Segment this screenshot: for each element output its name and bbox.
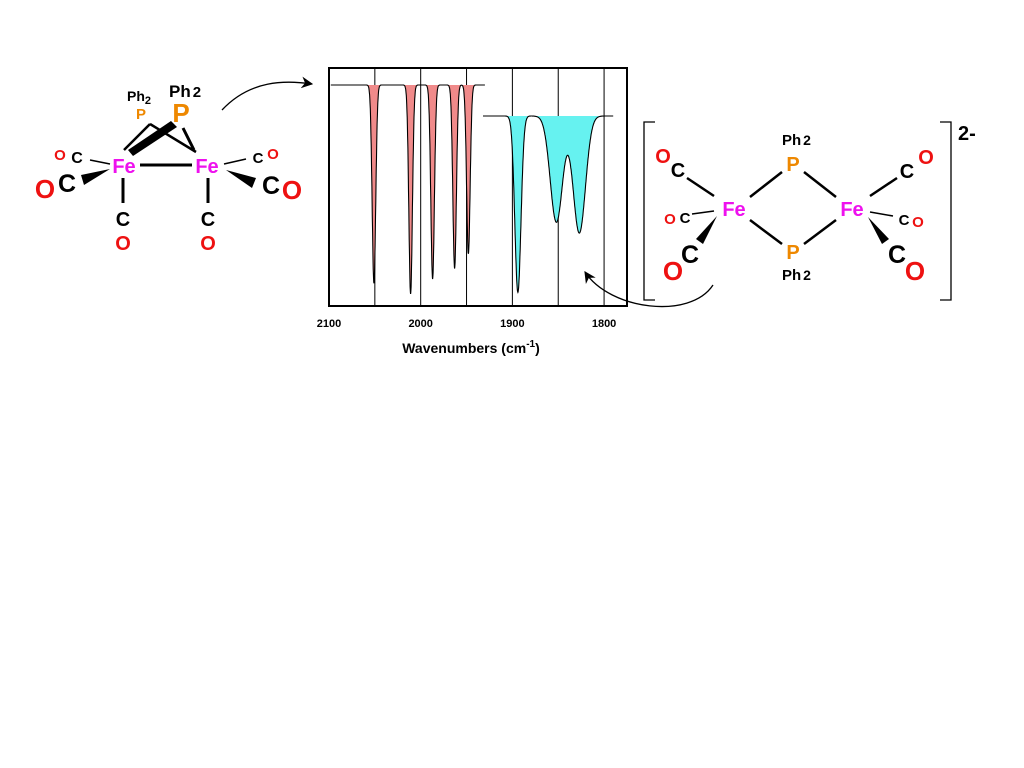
band-fill-area (330, 85, 485, 294)
curved-arrow-to-spectrum (221, 76, 314, 111)
x-axis-label: Wavenumbers (cm-1) (402, 339, 540, 356)
fe-p-bond (149, 122, 197, 154)
tick-label: 1800 (592, 318, 616, 330)
fe-p-bond (803, 219, 837, 245)
oxygen-atom: O (54, 147, 66, 164)
fe-co-wedge-bond (696, 216, 717, 244)
iron-atom-left: Fe (722, 199, 745, 221)
carbon-atom: C (900, 161, 914, 183)
fe-p-bond (749, 219, 783, 245)
oxygen-atom: O (267, 146, 279, 163)
iron-atom-right: Fe (840, 199, 863, 221)
left-bracket (643, 121, 655, 301)
fe-co-hash-bond (223, 158, 247, 165)
phosphorus-atom-top: P (786, 154, 799, 176)
iron-atom-left: Fe (112, 156, 135, 178)
phosphorus-atom-bottom: P (786, 242, 799, 264)
spectrum-trace (483, 115, 614, 294)
oxygen-atom: O (35, 174, 55, 204)
curved-arrow-to-spectrum (584, 271, 714, 308)
fe-co-hash-bond (691, 210, 715, 215)
tick-label: 2100 (317, 318, 341, 330)
oxygen-atom: O (200, 233, 216, 255)
charge-label: 2- (958, 123, 976, 145)
oxygen-atom: O (918, 147, 934, 169)
fe-co-bond (869, 176, 898, 198)
oxygen-atom: O (664, 211, 676, 228)
carbon-atom: C (116, 209, 130, 231)
carbon-atom: C (262, 172, 280, 200)
right-bracket (940, 121, 952, 301)
phosphorus-atom-front: P (172, 98, 189, 128)
carbon-atom: C (671, 160, 685, 182)
spectrum-trace (330, 84, 485, 294)
fe-p-bond (749, 171, 783, 198)
carbon-atom: C (680, 210, 691, 227)
phosphorus-atom-back: P (136, 106, 146, 123)
phenyl-label: Ph2 (127, 88, 151, 107)
carbon-atom: C (253, 150, 264, 167)
fe-co-wedge-bond (81, 169, 110, 185)
oxygen-atom: O (663, 256, 683, 286)
carbon-atom: C (681, 241, 699, 269)
tick-labels: 2100 2000 1900 1800 (317, 318, 617, 330)
spectrum-bands (330, 84, 614, 294)
fe-p-bond (803, 171, 837, 198)
ir-spectrum-chart: 2100 2000 1900 1800 Wavenumbers (cm-1) (317, 67, 628, 356)
fe-p-wedge-bond (128, 121, 177, 156)
fe-p-bond (181, 127, 196, 151)
carbon-atom: C (71, 150, 83, 167)
carbon-atom: C (888, 241, 906, 269)
carbon-atom: C (58, 170, 76, 198)
plot-frame (328, 67, 628, 307)
fe-co-bond (686, 176, 715, 198)
band-fill-area (483, 116, 614, 293)
tick-label: 2000 (408, 318, 432, 330)
carbon-atom: C (201, 209, 215, 231)
fe-co-hash-bond (89, 159, 111, 165)
iron-atom-right: Fe (195, 156, 218, 178)
fe-co-wedge-bond (868, 217, 889, 244)
oxygen-atom: O (905, 256, 925, 286)
oxygen-atom: O (282, 175, 302, 205)
carbon-atom: C (899, 212, 910, 229)
oxygen-atom: O (912, 214, 924, 231)
oxygen-atom: O (655, 146, 671, 168)
fe-co-hash-bond (869, 211, 894, 217)
fe-p-bond (123, 123, 151, 151)
fe-co-wedge-bond (226, 170, 256, 188)
oxygen-atom: O (115, 233, 131, 255)
tick-label: 1900 (500, 318, 524, 330)
